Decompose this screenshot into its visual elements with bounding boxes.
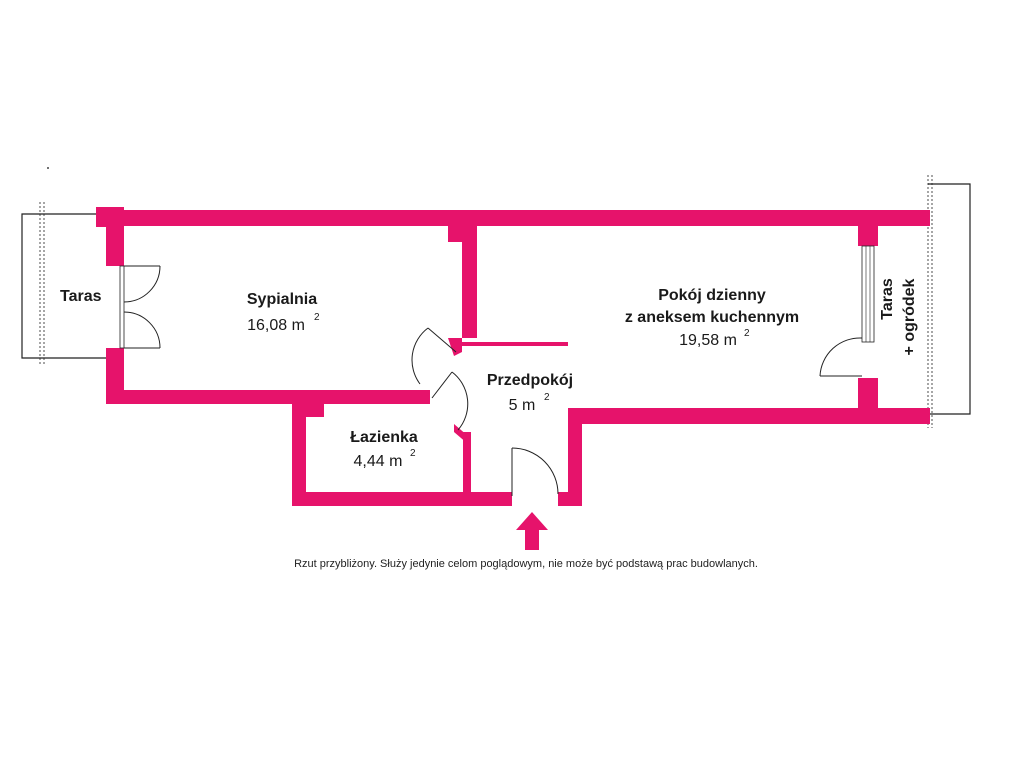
label-przedpokoj-sup: 2: [544, 392, 550, 403]
wall-lazienka-left: [292, 393, 306, 506]
terrace-left-outline: [21, 202, 106, 366]
label-pokoj-line2: z aneksem kuchennym: [625, 309, 799, 326]
label-pokoj-line1: Pokój dzienny: [658, 287, 766, 304]
label-sypialnia-area: 16,08 m: [247, 317, 305, 334]
label-przedpokoj-area: 5 m: [509, 397, 536, 414]
wall-entry-right: [568, 408, 582, 506]
wall-lazienka-right: [463, 432, 471, 496]
door-left-balcony: [119, 265, 161, 349]
label-taras-right-line2: + ogródek: [901, 278, 918, 355]
wall-sypialnia-bottom: [106, 390, 418, 404]
wall-corner-diag: [454, 424, 468, 444]
wall-partition-upper: [462, 226, 477, 338]
walls: [96, 207, 930, 506]
label-pokoj-sup: 2: [744, 328, 750, 339]
label-pokoj-area: 19,58 m: [679, 332, 737, 349]
wall-left-upper: [106, 210, 124, 266]
door-lazienka: [431, 371, 469, 431]
openings: [119, 245, 875, 496]
wall-top: [106, 210, 930, 226]
label-lazienka-sup: 2: [410, 448, 416, 459]
wall-corner-sypialnia: [418, 390, 430, 404]
label-sypialnia-name: Sypialnia: [247, 291, 317, 308]
wall-lazienka-bottom: [292, 492, 512, 506]
door-right-terrace: [819, 337, 863, 377]
label-przedpokoj-name: Przedpokój: [487, 372, 573, 389]
wall-living-bottom: [568, 408, 930, 424]
label-lazienka-name: Łazienka: [350, 429, 418, 446]
wall-right-upper: [858, 226, 878, 246]
label-sypialnia-sup: 2: [314, 312, 320, 323]
door-entrance: [511, 447, 559, 496]
terrace-right-outline: [927, 175, 971, 428]
label-taras-left: Taras: [60, 288, 102, 305]
label-lazienka-area: 4,44 m: [354, 453, 403, 470]
label-taras-right-line1: Taras: [879, 278, 896, 320]
wall-living-stub: [462, 342, 568, 346]
door-sypialnia: [411, 327, 457, 385]
wall-partition-cap: [448, 226, 477, 242]
disclaimer-note: Rzut przybliżony. Służy jedynie celom po…: [294, 558, 758, 570]
wall-right-lower: [858, 378, 878, 412]
entrance-arrow-icon: [516, 512, 548, 550]
wall-entry-bottom-right: [558, 492, 582, 506]
wall-corner-top-diag: [448, 338, 462, 356]
stray-dot: [47, 167, 49, 169]
wall-lazienka-cap: [306, 393, 324, 417]
window-right: [861, 245, 875, 343]
